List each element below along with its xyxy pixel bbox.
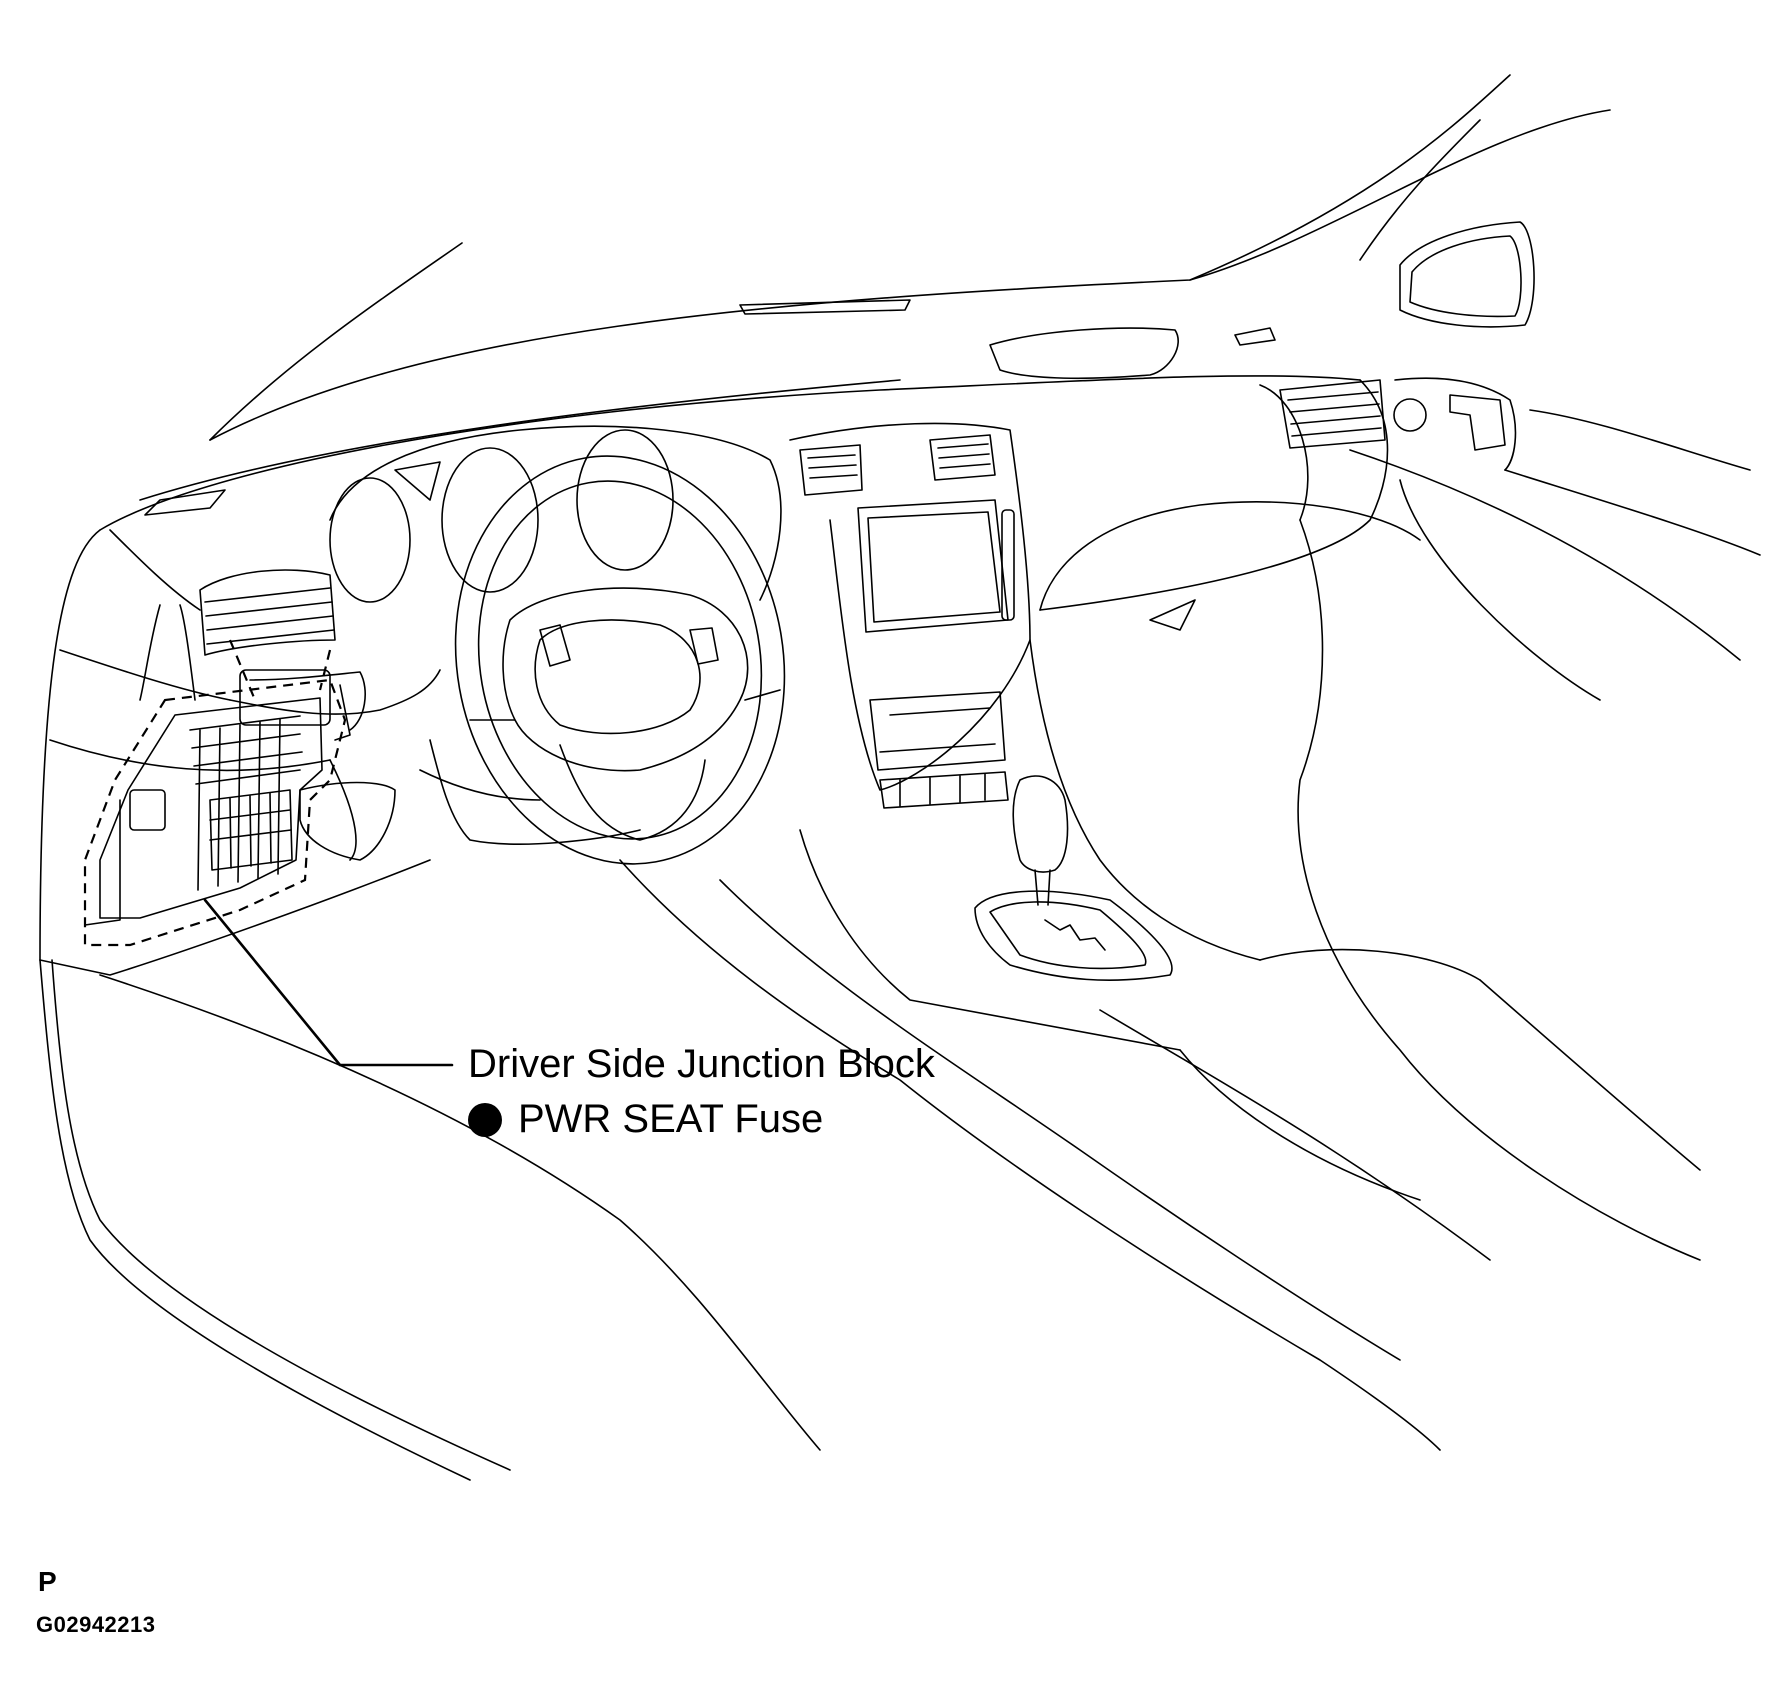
windshield-left-line	[209, 242, 463, 441]
center-stack	[789, 422, 1031, 791]
right-pillar-line	[1359, 119, 1481, 261]
gauge-right	[576, 429, 674, 571]
junction-block-outline	[83, 678, 347, 947]
gauge-center	[441, 447, 539, 593]
steering-hub	[502, 587, 749, 772]
nav-screen	[857, 499, 1009, 633]
left-dash-edge	[39, 529, 101, 961]
callout-component-label: Driver Side Junction Block	[468, 1042, 935, 1086]
figure-id-code: G02942213	[36, 1612, 156, 1637]
windshield-top-line	[209, 74, 1511, 441]
roof-line	[1189, 109, 1611, 281]
door-edge-outer	[39, 959, 471, 1481]
steering-wheel-outer	[454, 455, 786, 865]
fuse-name: PWR SEAT Fuse	[518, 1097, 824, 1141]
console-right	[1029, 639, 1261, 961]
left-vent	[199, 569, 336, 656]
filled-circle-bullet-icon	[468, 1102, 502, 1137]
gear-knob	[1012, 775, 1069, 873]
gauge-left	[329, 477, 411, 603]
callout-leader-line	[203, 898, 454, 1067]
steering-wheel-inner	[477, 480, 763, 840]
climate-panel	[869, 691, 1006, 771]
gate-pattern	[1044, 919, 1106, 951]
side-mirror	[1399, 221, 1535, 328]
figure-letter-code: P	[38, 1566, 57, 1597]
junction-block-face	[99, 697, 323, 919]
fuse-grid	[209, 789, 293, 871]
glovebox	[1039, 501, 1421, 611]
instrument-binnacle	[329, 425, 782, 601]
dash-top	[99, 375, 1361, 531]
callout-fuse-label: PWR SEAT Fuse	[468, 1097, 823, 1142]
gear-surround	[974, 890, 1173, 981]
right-vent	[1279, 379, 1386, 449]
console-left	[799, 829, 1181, 1051]
dash-defrost-vent	[144, 489, 226, 516]
lower-dash-panel	[299, 781, 396, 861]
